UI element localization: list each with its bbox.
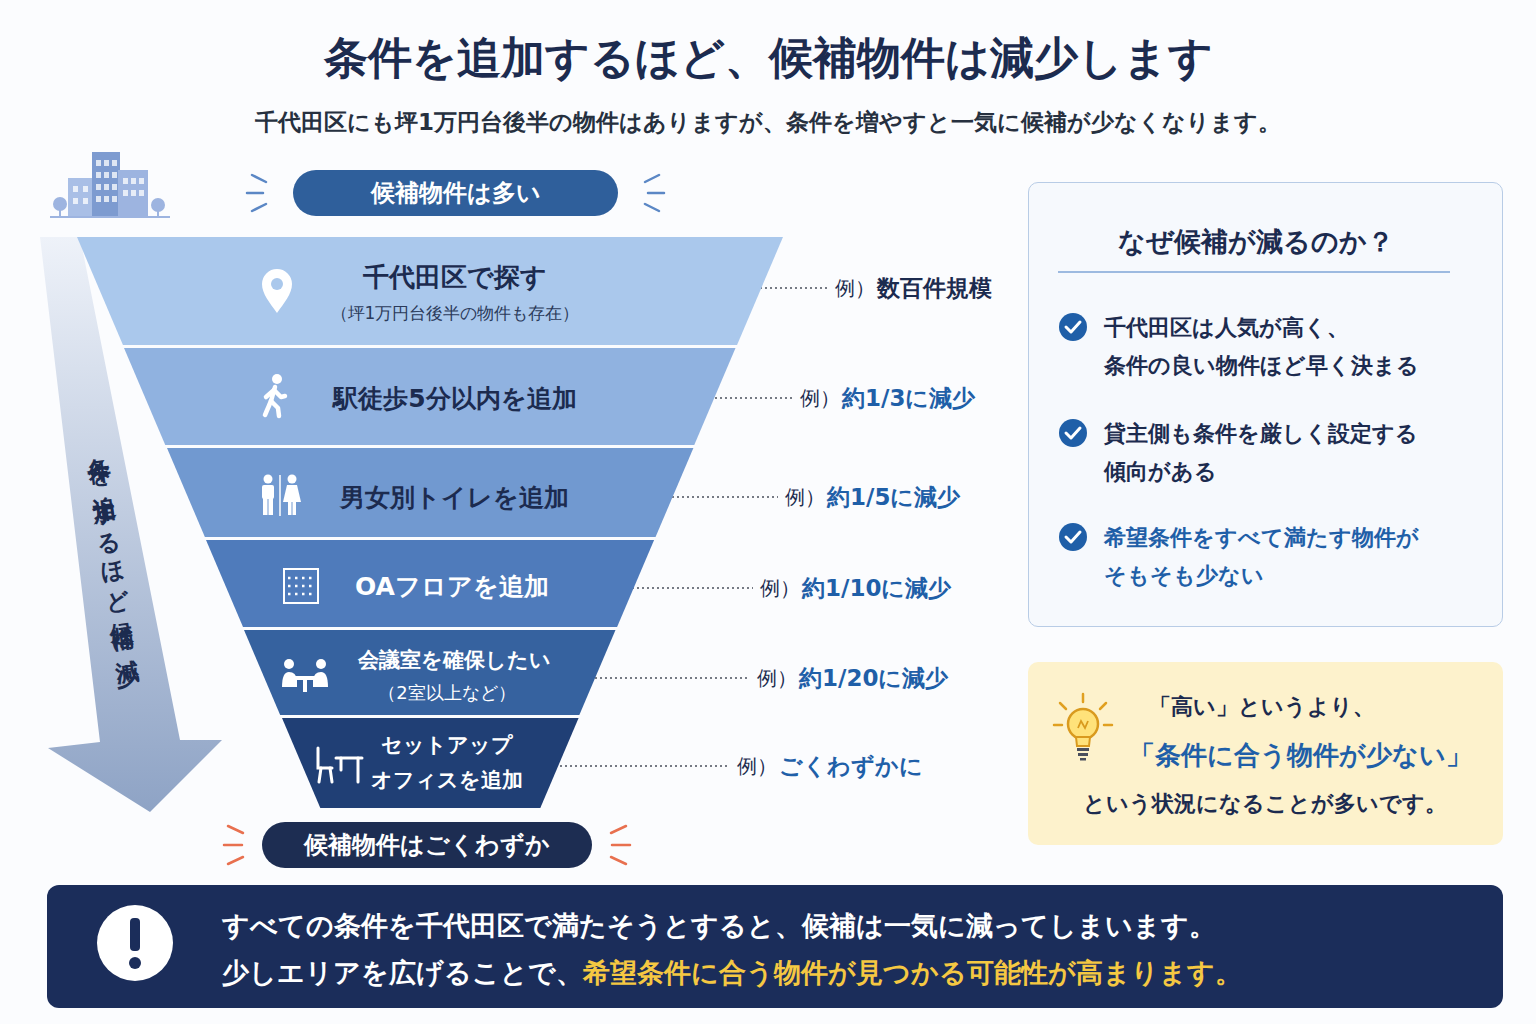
funnel-band: セットアップ オフィスを追加 (282, 718, 579, 808)
example-prefix: 例） (757, 665, 797, 691)
funnel-band: 千代田区で探す （坪1万円台後半の物件も存在） (77, 237, 783, 345)
step-note: （坪1万円台後半の物件も存在） (331, 302, 580, 324)
band-shape (124, 348, 736, 445)
example-value: 約1/3に減少 (842, 383, 975, 413)
pill-label: 候補物件は多い (371, 178, 541, 209)
emphasis-ticks (648, 192, 664, 195)
funnel-band: 会議室を確保したい （2室以上など） (244, 630, 616, 715)
status-pill: 候補物件はごくわずか (262, 822, 592, 868)
example-prefix: 例） (785, 484, 825, 510)
alert-ticks (228, 857, 243, 864)
insight-callout: 「高い」というより、「条件に合う物件が少ない」という状況になることが多いです。 (1028, 662, 1503, 845)
building-icon (59, 208, 61, 217)
example-value: 約1/20に減少 (799, 663, 948, 693)
callout-text: 「高い」というより、 (1149, 692, 1375, 721)
building-icon (50, 152, 170, 217)
step-label: 男女別トイレを追加 (340, 481, 569, 514)
building-icon (68, 178, 94, 217)
check-item: 千代田区は人気が高く、 条件の良い物件ほど早く決まる (1104, 309, 1474, 385)
emphasis-ticks (252, 204, 266, 211)
emphasis-ticks (247, 192, 263, 195)
example-prefix: 例） (737, 753, 777, 779)
band-shape (77, 237, 783, 345)
alert-ticks (612, 844, 630, 847)
building-icon (50, 216, 170, 218)
example-value: 約1/5に減少 (827, 482, 960, 512)
arrow-label: 条件を追加するほど候補は減少 (80, 438, 139, 652)
building-icon (118, 170, 148, 217)
funnel-band: 駅徒歩5分以内を追加 (124, 348, 736, 445)
band-shape (167, 448, 693, 537)
step-label: OAフロアを追加 (355, 570, 549, 603)
reason-box: なぜ候補が減るのか？ 千代田区は人気が高く、 条件の良い物件ほど早く決まる貸主側も… (1028, 182, 1503, 627)
band-shape (282, 718, 579, 808)
example-prefix: 例） (760, 575, 800, 601)
step-label: 千代田区で探す (363, 260, 547, 294)
subtitle: 千代田区にも坪1万円台後半の物件はありますが、条件を増やすと一気に候補が少なくな… (255, 107, 1281, 137)
callout-emphasis: 「条件に合う物件が少ない」 (1129, 738, 1472, 772)
check-item: 希望条件をすべて満たす物件が そもそも少ない (1104, 519, 1474, 595)
callout-text: という状況になることが多いです。 (1083, 789, 1447, 818)
building-icon (73, 160, 144, 204)
page-title: 条件を追加するほど、候補物件は減少します (324, 29, 1213, 86)
example-prefix: 例） (800, 385, 840, 411)
band-shape (282, 718, 579, 808)
building-icon (151, 198, 165, 212)
alert-ticks (224, 844, 242, 847)
example-value: 約1/10に減少 (802, 573, 951, 603)
alert-ticks (611, 857, 626, 864)
band-shape (206, 540, 654, 627)
example-value: 数百件規模 (877, 273, 992, 303)
emphasis-ticks (645, 204, 659, 211)
alert-ticks (611, 826, 626, 833)
banner-text: すべての条件を千代田区で満たそうとすると、候補は一気に減ってしまいます。 (222, 908, 1216, 943)
alert-ticks (228, 826, 243, 833)
step-label: 会議室を確保したい (358, 647, 551, 674)
check-item: 貸主側も条件を厳しく設定する 傾向がある (1104, 415, 1474, 491)
status-pill: 候補物件は多い (293, 170, 618, 216)
building-icon (92, 152, 120, 217)
building-icon (157, 209, 159, 217)
leader-line (760, 287, 828, 289)
step-note: （2室以上など） (378, 681, 515, 704)
banner-emphasis: 希望条件に合う物件が見つかる可能性が高まります。 (583, 955, 1242, 990)
building-icon (53, 197, 67, 211)
advice-banner: すべての条件を千代田区で満たそうとすると、候補は一気に減ってしまいます。少しエリ… (47, 885, 1503, 1008)
leader-line (580, 677, 750, 679)
step-label: 駅徒歩5分以内を追加 (333, 382, 576, 415)
example-value: ごくわずかに (779, 751, 923, 781)
banner-text: 少しエリアを広げることで、 (222, 955, 583, 990)
example-prefix: 例） (835, 275, 875, 301)
step-label: セットアップ オフィスを追加 (352, 728, 542, 798)
pill-label: 候補物件はごくわずか (304, 830, 550, 861)
funnel-band: OAフロアを追加 (206, 540, 654, 627)
emphasis-ticks (252, 175, 266, 182)
box-heading: なぜ候補が減るのか？ (1118, 224, 1394, 259)
leader-line (540, 765, 730, 767)
emphasis-ticks (645, 175, 659, 182)
funnel-band: 男女別トイレを追加 (167, 448, 693, 537)
band-shape (244, 630, 616, 715)
